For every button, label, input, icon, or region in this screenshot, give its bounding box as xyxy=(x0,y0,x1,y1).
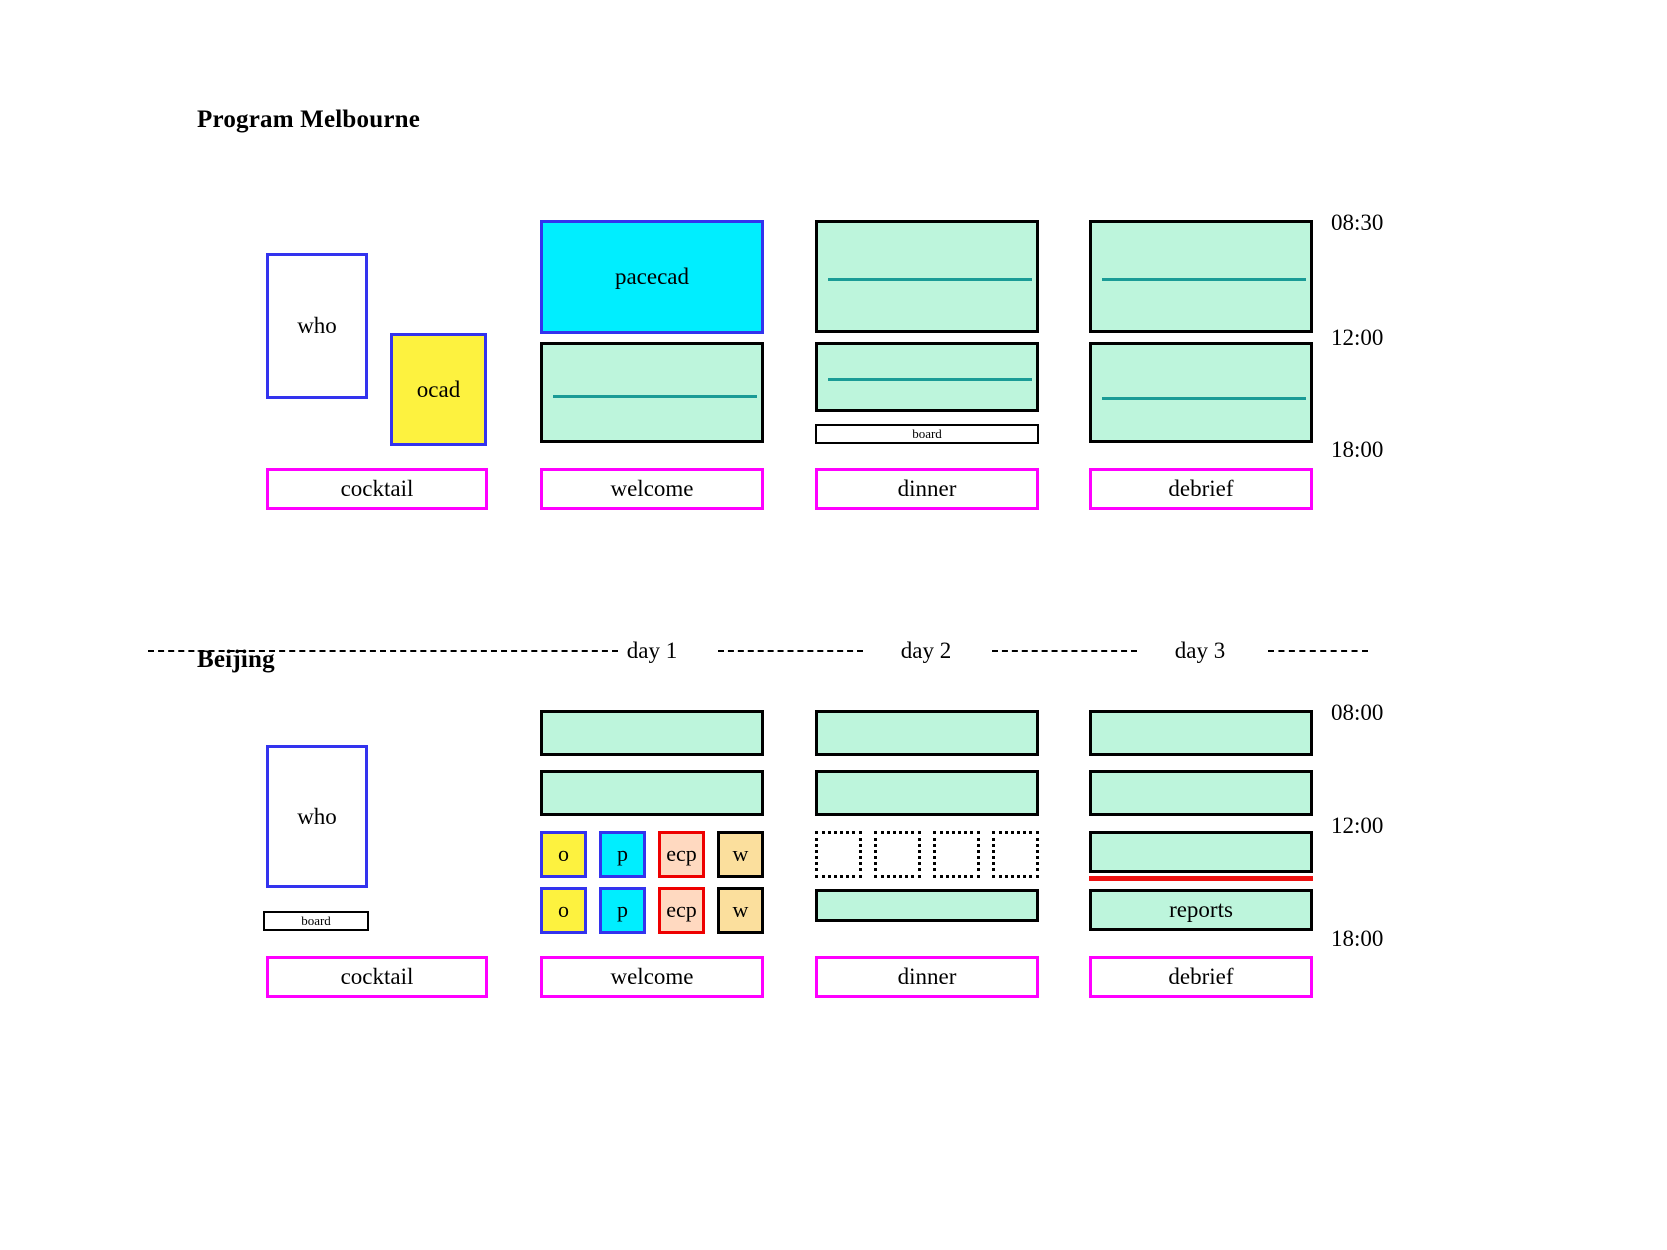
session-rule xyxy=(828,278,1032,281)
melbourne-session-day3-afternoon[interactable] xyxy=(1089,342,1313,443)
separator-dash-4 xyxy=(1268,650,1368,652)
beijing-chip-ecp-1-label: ecp xyxy=(666,841,697,867)
beijing-footer-welcome-label: welcome xyxy=(610,964,694,990)
melbourne-title: Program Melbourne xyxy=(197,106,421,133)
beijing-placeholder-1[interactable] xyxy=(815,831,862,878)
melbourne-block-ocad-label: ocad xyxy=(416,376,461,402)
beijing-session-day3-r1[interactable] xyxy=(1089,710,1313,756)
beijing-block-board-label: board xyxy=(301,912,331,928)
session-rule xyxy=(1102,397,1306,400)
melbourne-footer-debrief-label: debrief xyxy=(1168,476,1234,502)
beijing-title: Beijing xyxy=(197,646,275,673)
separator-dash-3 xyxy=(992,650,1137,652)
beijing-placeholder-2[interactable] xyxy=(874,831,921,878)
beijing-time-1: 12:00 xyxy=(1331,813,1384,838)
melbourne-footer-welcome[interactable]: welcome xyxy=(540,468,764,510)
beijing-block-reports-label: reports xyxy=(1169,897,1233,923)
melbourne-footer-debrief[interactable]: debrief xyxy=(1089,468,1313,510)
melbourne-block-who[interactable]: who xyxy=(266,253,368,399)
melbourne-block-pacecad-label: pacecad xyxy=(614,264,690,290)
beijing-session-day2-r1[interactable] xyxy=(815,710,1039,756)
beijing-block-who-label: who xyxy=(297,803,337,829)
melbourne-time-2: 18:00 xyxy=(1331,437,1384,462)
melbourne-block-pacecad[interactable]: pacecad xyxy=(540,220,764,334)
separator-day-3: day 3 xyxy=(1174,638,1226,663)
beijing-session-day3-r2[interactable] xyxy=(1089,770,1313,816)
beijing-session-day1-r2[interactable] xyxy=(540,770,764,816)
beijing-chip-o-2-label: o xyxy=(558,897,569,923)
melbourne-footer-dinner-label: dinner xyxy=(897,476,957,502)
melbourne-session-day2-afternoon[interactable] xyxy=(815,342,1039,412)
session-rule xyxy=(828,378,1032,381)
beijing-chip-w-2-label: w xyxy=(732,897,749,923)
beijing-chip-w-2[interactable]: w xyxy=(717,887,764,934)
beijing-chip-o-1[interactable]: o xyxy=(540,831,587,878)
melbourne-session-day3-morning[interactable] xyxy=(1089,220,1313,333)
melbourne-footer-cocktail[interactable]: cocktail xyxy=(266,468,488,510)
beijing-session-day3-r3[interactable] xyxy=(1089,831,1313,873)
beijing-footer-cocktail-label: cocktail xyxy=(340,964,414,990)
beijing-block-board[interactable]: board xyxy=(263,911,369,931)
session-rule xyxy=(1102,278,1306,281)
beijing-chip-p-1[interactable]: p xyxy=(599,831,646,878)
beijing-time-0: 08:00 xyxy=(1331,700,1384,725)
separator-day-2: day 2 xyxy=(900,638,952,663)
beijing-session-day2-r3[interactable] xyxy=(815,889,1039,922)
session-rule xyxy=(553,395,757,398)
beijing-chip-o-1-label: o xyxy=(558,841,569,867)
beijing-footer-debrief-label: debrief xyxy=(1168,964,1234,990)
beijing-chip-w-1[interactable]: w xyxy=(717,831,764,878)
melbourne-session-day2-morning[interactable] xyxy=(815,220,1039,333)
beijing-chip-w-1-label: w xyxy=(732,841,749,867)
beijing-footer-welcome[interactable]: welcome xyxy=(540,956,764,998)
beijing-placeholder-4[interactable] xyxy=(992,831,1039,878)
melbourne-time-1: 12:00 xyxy=(1331,325,1384,350)
beijing-chip-ecp-2[interactable]: ecp xyxy=(658,887,705,934)
beijing-session-day2-r2[interactable] xyxy=(815,770,1039,816)
beijing-chip-ecp-1[interactable]: ecp xyxy=(658,831,705,878)
beijing-time-2: 18:00 xyxy=(1331,926,1384,951)
beijing-footer-debrief[interactable]: debrief xyxy=(1089,956,1313,998)
separator-dash-1 xyxy=(148,650,618,652)
separator-dash-2 xyxy=(718,650,863,652)
melbourne-block-who-label: who xyxy=(297,313,337,339)
melbourne-footer-dinner[interactable]: dinner xyxy=(815,468,1039,510)
beijing-chip-ecp-2-label: ecp xyxy=(666,897,697,923)
beijing-session-day1-r1[interactable] xyxy=(540,710,764,756)
separator-day-1: day 1 xyxy=(626,638,678,663)
beijing-chip-p-1-label: p xyxy=(617,841,628,867)
beijing-footer-dinner-label: dinner xyxy=(897,964,957,990)
beijing-footer-cocktail[interactable]: cocktail xyxy=(266,956,488,998)
beijing-chip-o-2[interactable]: o xyxy=(540,887,587,934)
melbourne-footer-cocktail-label: cocktail xyxy=(340,476,414,502)
beijing-day3-red-rule xyxy=(1089,876,1313,881)
melbourne-block-board[interactable]: board xyxy=(815,424,1039,444)
melbourne-block-ocad[interactable]: ocad xyxy=(390,333,487,446)
beijing-block-who[interactable]: who xyxy=(266,745,368,888)
melbourne-block-board-label: board xyxy=(912,425,942,441)
melbourne-session-day1-afternoon[interactable] xyxy=(540,342,764,443)
beijing-block-reports[interactable]: reports xyxy=(1089,889,1313,931)
beijing-chip-p-2[interactable]: p xyxy=(599,887,646,934)
beijing-chip-p-2-label: p xyxy=(617,897,628,923)
melbourne-time-0: 08:30 xyxy=(1331,210,1384,235)
melbourne-footer-welcome-label: welcome xyxy=(610,476,694,502)
beijing-placeholder-3[interactable] xyxy=(933,831,980,878)
beijing-footer-dinner[interactable]: dinner xyxy=(815,956,1039,998)
